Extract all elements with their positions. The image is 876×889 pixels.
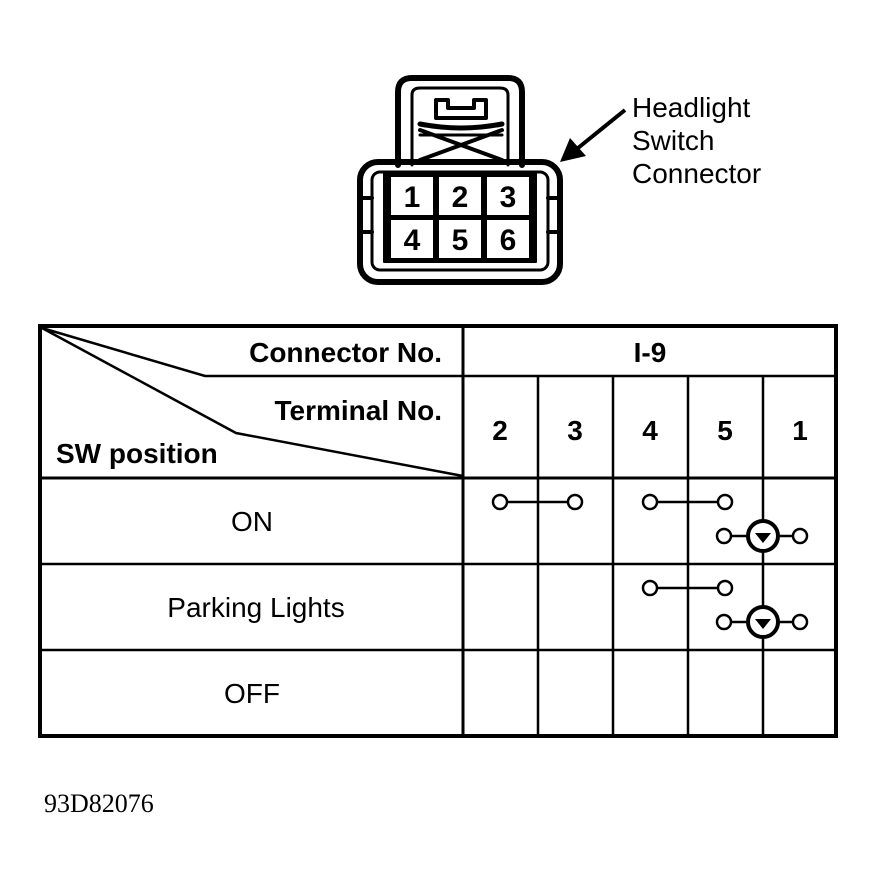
pin-1-label: 1 [404,181,421,214]
terminal-2-header: 2 [492,415,508,446]
terminal-1-header: 1 [792,415,808,446]
figure-id: 93D82076 [44,789,154,818]
continuity-table [38,324,838,738]
lamp-filament-icon [755,533,771,543]
terminal-node [715,613,733,631]
row-position-parking-lights: Parking Lights [167,592,344,623]
pin-4-label: 4 [404,224,421,257]
sw-position-header: SW position [56,438,218,469]
connector-label-line-2: Switch [632,125,714,156]
terminal-node [566,493,584,511]
terminal-no-header: Terminal No. [274,395,442,426]
connector-no-value: I-9 [634,337,667,368]
pin-2-label: 2 [452,181,469,214]
row-position-on: ON [231,506,273,537]
terminal-5-header: 5 [717,415,733,446]
terminal-3-header: 3 [567,415,583,446]
pin-6-label: 6 [500,224,517,257]
continuity-marks [491,493,809,639]
terminal-node [791,613,809,631]
callout-arrow [560,108,627,162]
terminal-node [715,527,733,545]
pin-5-label: 5 [452,224,469,257]
connector-label-line-3: Connector [632,158,761,189]
terminal-node [491,493,509,511]
terminal-node [716,493,734,511]
terminal-node [641,579,659,597]
connector-no-header: Connector No. [249,337,442,368]
terminal-4-header: 4 [642,415,658,446]
terminal-node [716,579,734,597]
pin-3-label: 3 [500,181,517,214]
terminal-node [641,493,659,511]
row-position-off: OFF [224,678,280,709]
terminal-node [791,527,809,545]
headlight-switch-connector [357,75,563,285]
lamp-filament-icon [755,619,771,629]
connector-label-line-1: Headlight [632,92,751,123]
